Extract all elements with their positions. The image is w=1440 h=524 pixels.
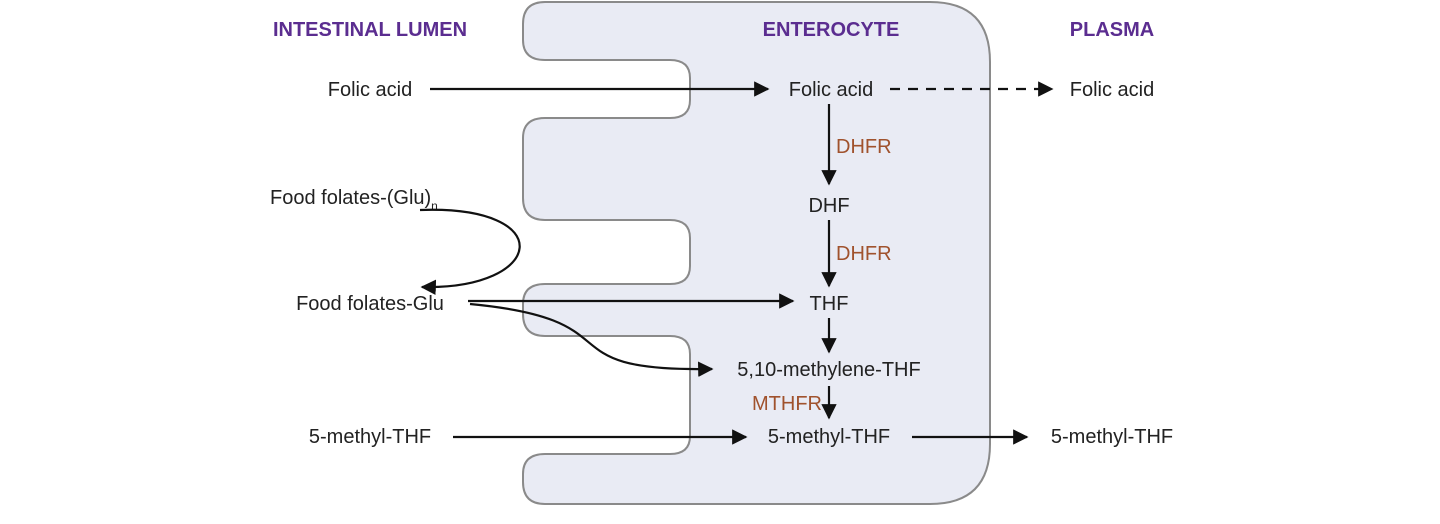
enterocyte-5-10-methylene-thf: 5,10-methylene-THF (737, 359, 920, 381)
arrow-polyglutamate-deconjugation (419, 208, 521, 296)
lumen-food-folates-monoglutamate: Food folates-Glu (296, 293, 444, 315)
enzyme-dhfr-1: DHFR (836, 136, 892, 158)
header-plasma: PLASMA (1070, 19, 1154, 41)
enzyme-mthfr: MTHFR (752, 393, 822, 415)
enterocyte-folic-acid: Folic acid (789, 79, 873, 101)
plasma-folic-acid: Folic acid (1070, 79, 1154, 101)
lumen-food-folates-polyglutamate: Food folates-(Glu)n (270, 187, 438, 213)
header-enterocyte: ENTEROCYTE (763, 19, 900, 41)
enterocyte-dhf: DHF (808, 195, 849, 217)
enterocyte-cell (522, 1, 991, 505)
header-intestinal-lumen: INTESTINAL LUMEN (273, 19, 467, 41)
enterocyte-thf: THF (810, 293, 849, 315)
arrow-food-folates-to-methylene-thf (469, 302, 714, 377)
plasma-5-methyl-thf: 5-methyl-THF (1051, 426, 1173, 448)
lumen-folic-acid: Folic acid (328, 79, 412, 101)
lumen-5-methyl-thf: 5-methyl-THF (309, 426, 431, 448)
enzyme-dhfr-2: DHFR (836, 243, 892, 265)
enterocyte-5-methyl-thf: 5-methyl-THF (768, 426, 890, 448)
